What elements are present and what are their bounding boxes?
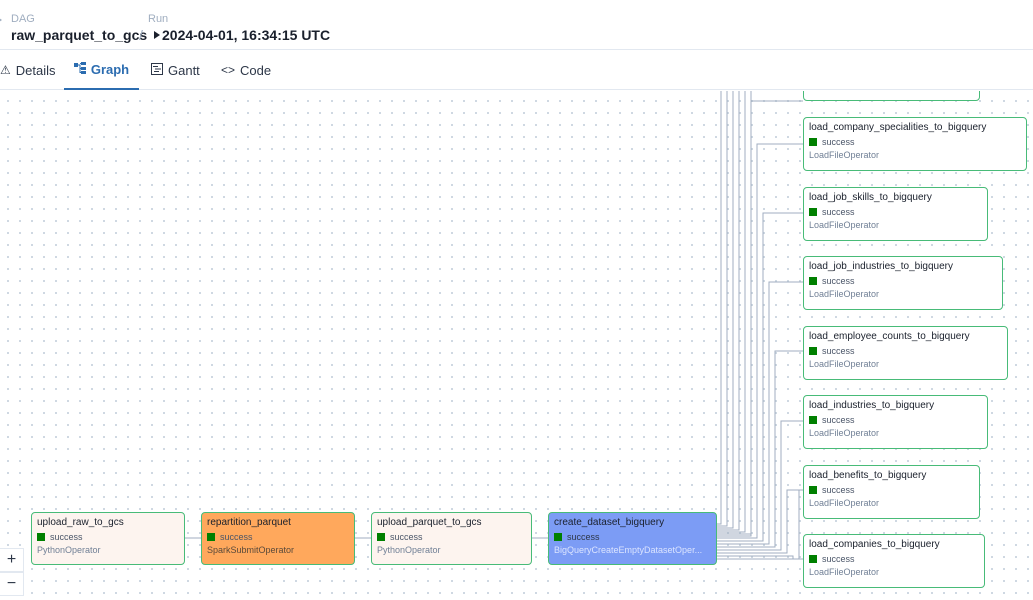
task-operator: LoadFileOperator	[809, 150, 880, 160]
tab-graph[interactable]: Graph	[64, 50, 139, 90]
breadcrumb-dag-link[interactable]: raw_parquet_to_gcs	[11, 27, 148, 43]
tab-details[interactable]: ⚠ Details	[0, 50, 56, 90]
task-operator: LoadFileOperator	[809, 428, 880, 438]
warning-icon: ⚠	[0, 63, 11, 77]
graph-canvas[interactable]: upload_raw_to_gcs success PythonOperator…	[0, 91, 1033, 600]
task-node-load-employee-counts[interactable]: load_employee_counts_to_bigquery success…	[803, 326, 1008, 380]
breadcrumb-run-label: Run	[148, 13, 169, 25]
task-node-create-dataset-bigquery[interactable]: create_dataset_bigquery success BigQuery…	[548, 512, 717, 565]
task-node-load-company-specialities[interactable]: load_company_specialities_to_bigquery su…	[803, 117, 1027, 171]
tab-gantt[interactable]: Gantt	[151, 50, 200, 90]
task-operator: LoadFileOperator	[809, 289, 880, 299]
graph-edges	[185, 91, 803, 560]
breadcrumb: DAG raw_parquet_to_gcs / Run 2024-04-01,…	[0, 0, 1033, 50]
task-id: load_job_skills_to_bigquery	[809, 192, 932, 203]
task-operator: LoadFileOperator	[809, 220, 880, 230]
status-badge	[809, 485, 817, 494]
status-badge	[809, 137, 817, 146]
task-node-upload-parquet-to-gcs[interactable]: upload_parquet_to_gcs success PythonOper…	[371, 512, 532, 565]
status-badge	[554, 532, 562, 541]
task-id: upload_raw_to_gcs	[37, 517, 124, 528]
status-badge	[809, 554, 817, 563]
play-icon	[154, 31, 160, 39]
graph-icon	[73, 61, 86, 77]
task-status: success	[822, 553, 855, 564]
task-id: load_industries_to_bigquery	[809, 400, 935, 411]
tab-gantt-label: Gantt	[168, 62, 200, 78]
task-operator: BigQueryCreateEmptyDatasetOper...	[554, 545, 703, 555]
status-badge	[809, 415, 817, 424]
tab-bar: ⚠ Details Graph Gantt <> Code	[0, 50, 1033, 90]
tab-code-label: Code	[240, 62, 272, 78]
task-id: create_dataset_bigquery	[554, 517, 665, 528]
status-badge	[809, 207, 817, 216]
task-status: success	[822, 206, 855, 217]
task-status: success	[390, 531, 423, 542]
task-status: success	[822, 414, 855, 425]
task-status: success	[822, 275, 855, 286]
zoom-out-button[interactable]: −	[0, 572, 24, 596]
task-node-load-companies[interactable]: load_companies_to_bigquery success LoadF…	[803, 534, 985, 588]
task-node-load-industries[interactable]: load_industries_to_bigquery success Load…	[803, 395, 988, 449]
task-status: success	[822, 136, 855, 147]
task-status: success	[220, 531, 253, 542]
zoom-in-button[interactable]: +	[0, 548, 24, 572]
task-operator: PythonOperator	[377, 545, 441, 555]
breadcrumb-run-link[interactable]: 2024-04-01, 16:34:15 UTC	[162, 27, 331, 43]
status-badge	[377, 532, 385, 541]
status-badge	[207, 532, 215, 541]
status-badge	[37, 532, 45, 541]
task-operator: LoadFileOperator	[809, 498, 880, 508]
task-status: success	[50, 531, 83, 542]
task-node-repartition-parquet[interactable]: repartition_parquet success SparkSubmitO…	[201, 512, 355, 565]
task-node-upload-raw-to-gcs[interactable]: upload_raw_to_gcs success PythonOperator	[31, 512, 185, 565]
task-id: load_employee_counts_to_bigquery	[809, 331, 970, 342]
task-id: upload_parquet_to_gcs	[377, 517, 482, 528]
task-status: success	[822, 484, 855, 495]
task-id: load_benefits_to_bigquery	[809, 470, 927, 481]
task-node-cutoff[interactable]	[803, 91, 980, 101]
task-status: success	[567, 531, 600, 542]
task-id: load_job_industries_to_bigquery	[809, 261, 953, 272]
code-icon: <>	[221, 63, 236, 77]
task-status: success	[822, 345, 855, 356]
breadcrumb-dag-label: DAG	[11, 13, 35, 25]
gantt-icon	[151, 62, 163, 78]
task-operator: LoadFileOperator	[809, 359, 880, 369]
task-operator: PythonOperator	[37, 545, 101, 555]
tab-details-label: Details	[15, 62, 56, 78]
task-node-load-job-industries[interactable]: load_job_industries_to_bigquery success …	[803, 256, 1003, 310]
tab-code[interactable]: <> Code	[221, 50, 271, 90]
task-node-load-job-skills[interactable]: load_job_skills_to_bigquery success Load…	[803, 187, 988, 241]
breadcrumb-separator: /	[139, 27, 143, 43]
status-badge	[809, 346, 817, 355]
task-id: load_companies_to_bigquery	[809, 539, 940, 550]
task-operator: LoadFileOperator	[809, 567, 880, 577]
status-badge	[809, 276, 817, 285]
task-id: repartition_parquet	[207, 517, 291, 528]
chevron-right-icon	[0, 16, 2, 24]
tab-graph-label: Graph	[90, 61, 130, 77]
task-operator: SparkSubmitOperator	[207, 545, 295, 555]
task-node-load-benefits[interactable]: load_benefits_to_bigquery success LoadFi…	[803, 465, 980, 519]
task-id: load_company_specialities_to_bigquery	[809, 122, 987, 133]
